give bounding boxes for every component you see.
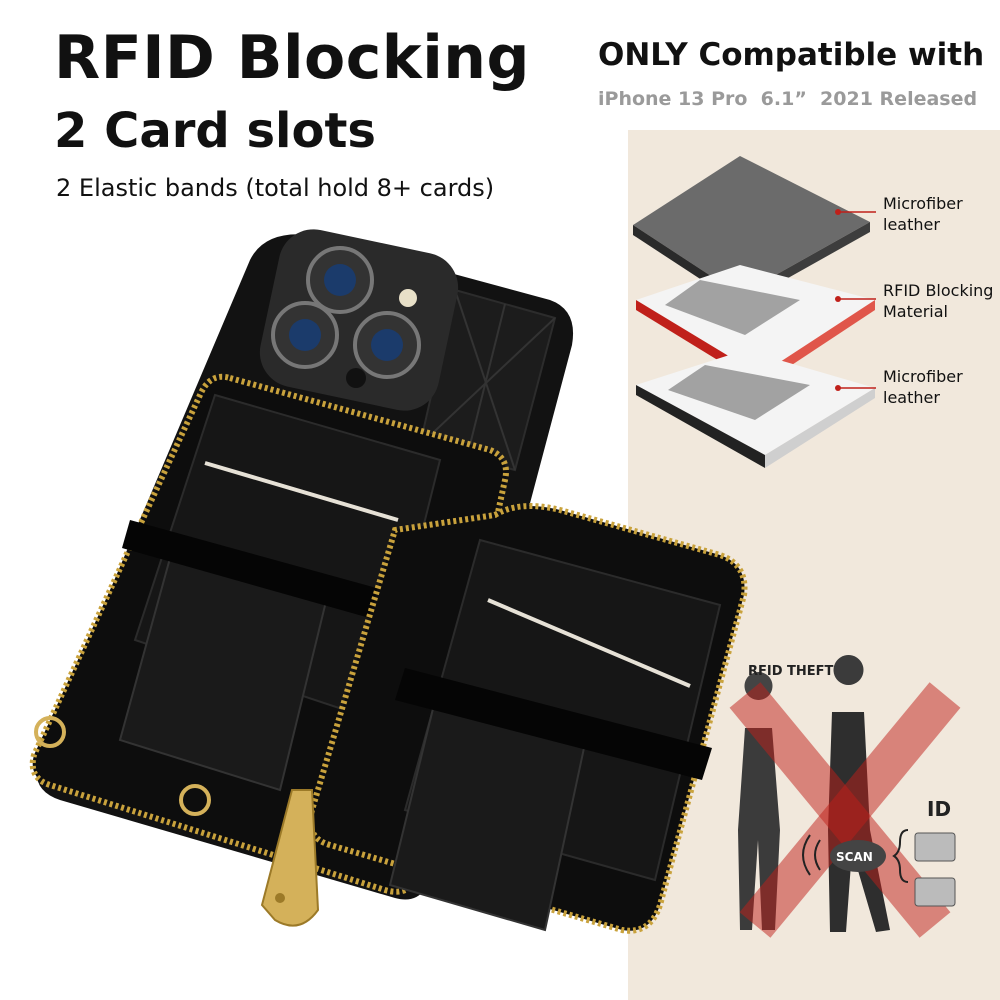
layer-label-line: leather (883, 387, 940, 407)
layer-label-line: leather (883, 214, 940, 234)
compatibility-title: ONLY Compatible with (598, 37, 985, 73)
camera-module (259, 229, 459, 411)
wallet-right-flap (307, 503, 748, 934)
layer-label-line: Material (883, 301, 948, 321)
rfid-theft-caption: RFID THEFT (748, 664, 834, 679)
flash-icon (399, 289, 417, 307)
headline: RFID Blocking (54, 23, 530, 93)
compatible-model: iPhone 13 Pro 6.1” 2021 Released (598, 88, 978, 110)
strap-ring-icon (34, 716, 66, 748)
layer-label-line: RFID Blocking (883, 281, 994, 300)
zipper-pull (260, 789, 320, 927)
credit-card-icon (914, 832, 956, 862)
wallet-card-icon (914, 877, 956, 907)
strap-ring-icon (179, 784, 211, 816)
detail-text: 2 Elastic bands (total hold 8+ cards) (56, 174, 495, 202)
layer-label-line: Microfiber (883, 367, 963, 386)
subheadline: 2 Card slots (54, 103, 376, 159)
layer-label-top: Microfiber leather (883, 194, 963, 236)
scan-label: SCAN (836, 850, 873, 864)
theft-illustration (729, 655, 961, 938)
layer-diagram (633, 156, 876, 468)
id-label: ID (927, 797, 952, 821)
layer-label-bottom: Microfiber leather (883, 367, 963, 409)
layer-label-middle: RFID Blocking Material (883, 281, 993, 323)
layer-label-line: Microfiber (883, 194, 963, 213)
